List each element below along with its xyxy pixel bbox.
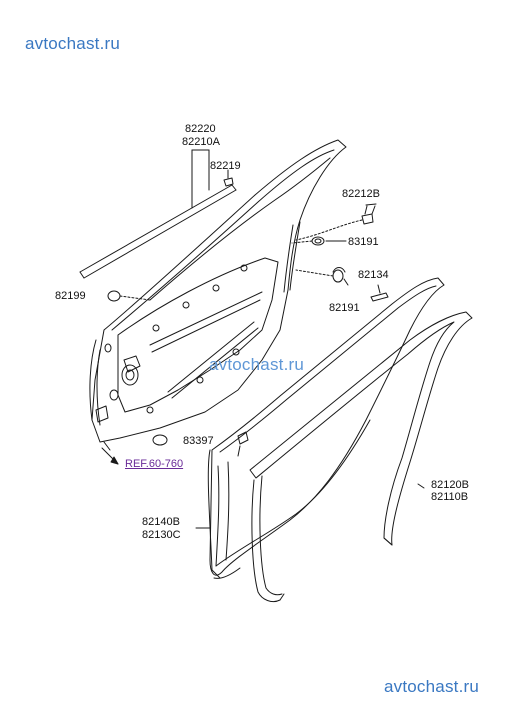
- clip-82219-drawing: [223, 169, 234, 187]
- part-label-82212B[interactable]: 82212B: [342, 188, 380, 200]
- part-label-82191[interactable]: 82191: [329, 302, 360, 314]
- belt-weatherstrip-drawing: [79, 184, 237, 279]
- plug-82199-drawing: [107, 290, 151, 302]
- part-label-82110B[interactable]: 82110B: [431, 491, 469, 503]
- part-label-82140B[interactable]: 82140B: [142, 516, 180, 528]
- pad-82134-drawing: [370, 284, 389, 302]
- ring-83397-drawing: [152, 434, 168, 446]
- part-label-82130C[interactable]: 82130C: [142, 529, 181, 541]
- part-label-83191[interactable]: 83191: [348, 236, 379, 248]
- part-label-82120B[interactable]: 82120B: [431, 479, 469, 491]
- door-opening-weatherstrip-drawing: [207, 277, 445, 579]
- watermark-middle: avtochast.ru: [209, 355, 305, 374]
- part-label-83397[interactable]: 83397: [183, 435, 214, 447]
- grommet-83191-drawing: [311, 236, 347, 246]
- reference-link[interactable]: REF.60-760: [125, 458, 184, 470]
- part-label-82220[interactable]: 82220: [185, 123, 216, 135]
- watermark-bottom: avtochast.ru: [384, 677, 480, 696]
- part-label-82134[interactable]: 82134: [358, 269, 389, 281]
- part-label-82219[interactable]: 82219: [210, 160, 241, 172]
- part-label-82210A[interactable]: 82210A: [182, 136, 220, 148]
- door-side-weatherstrip-drawing: [249, 311, 473, 603]
- part-label-82199[interactable]: 82199: [55, 290, 86, 302]
- watermark-top: avtochast.ru: [25, 34, 121, 53]
- screw-82212B-drawing: [361, 203, 377, 225]
- door-frame-drawing: [89, 139, 347, 451]
- cap-82191-drawing: [332, 267, 349, 286]
